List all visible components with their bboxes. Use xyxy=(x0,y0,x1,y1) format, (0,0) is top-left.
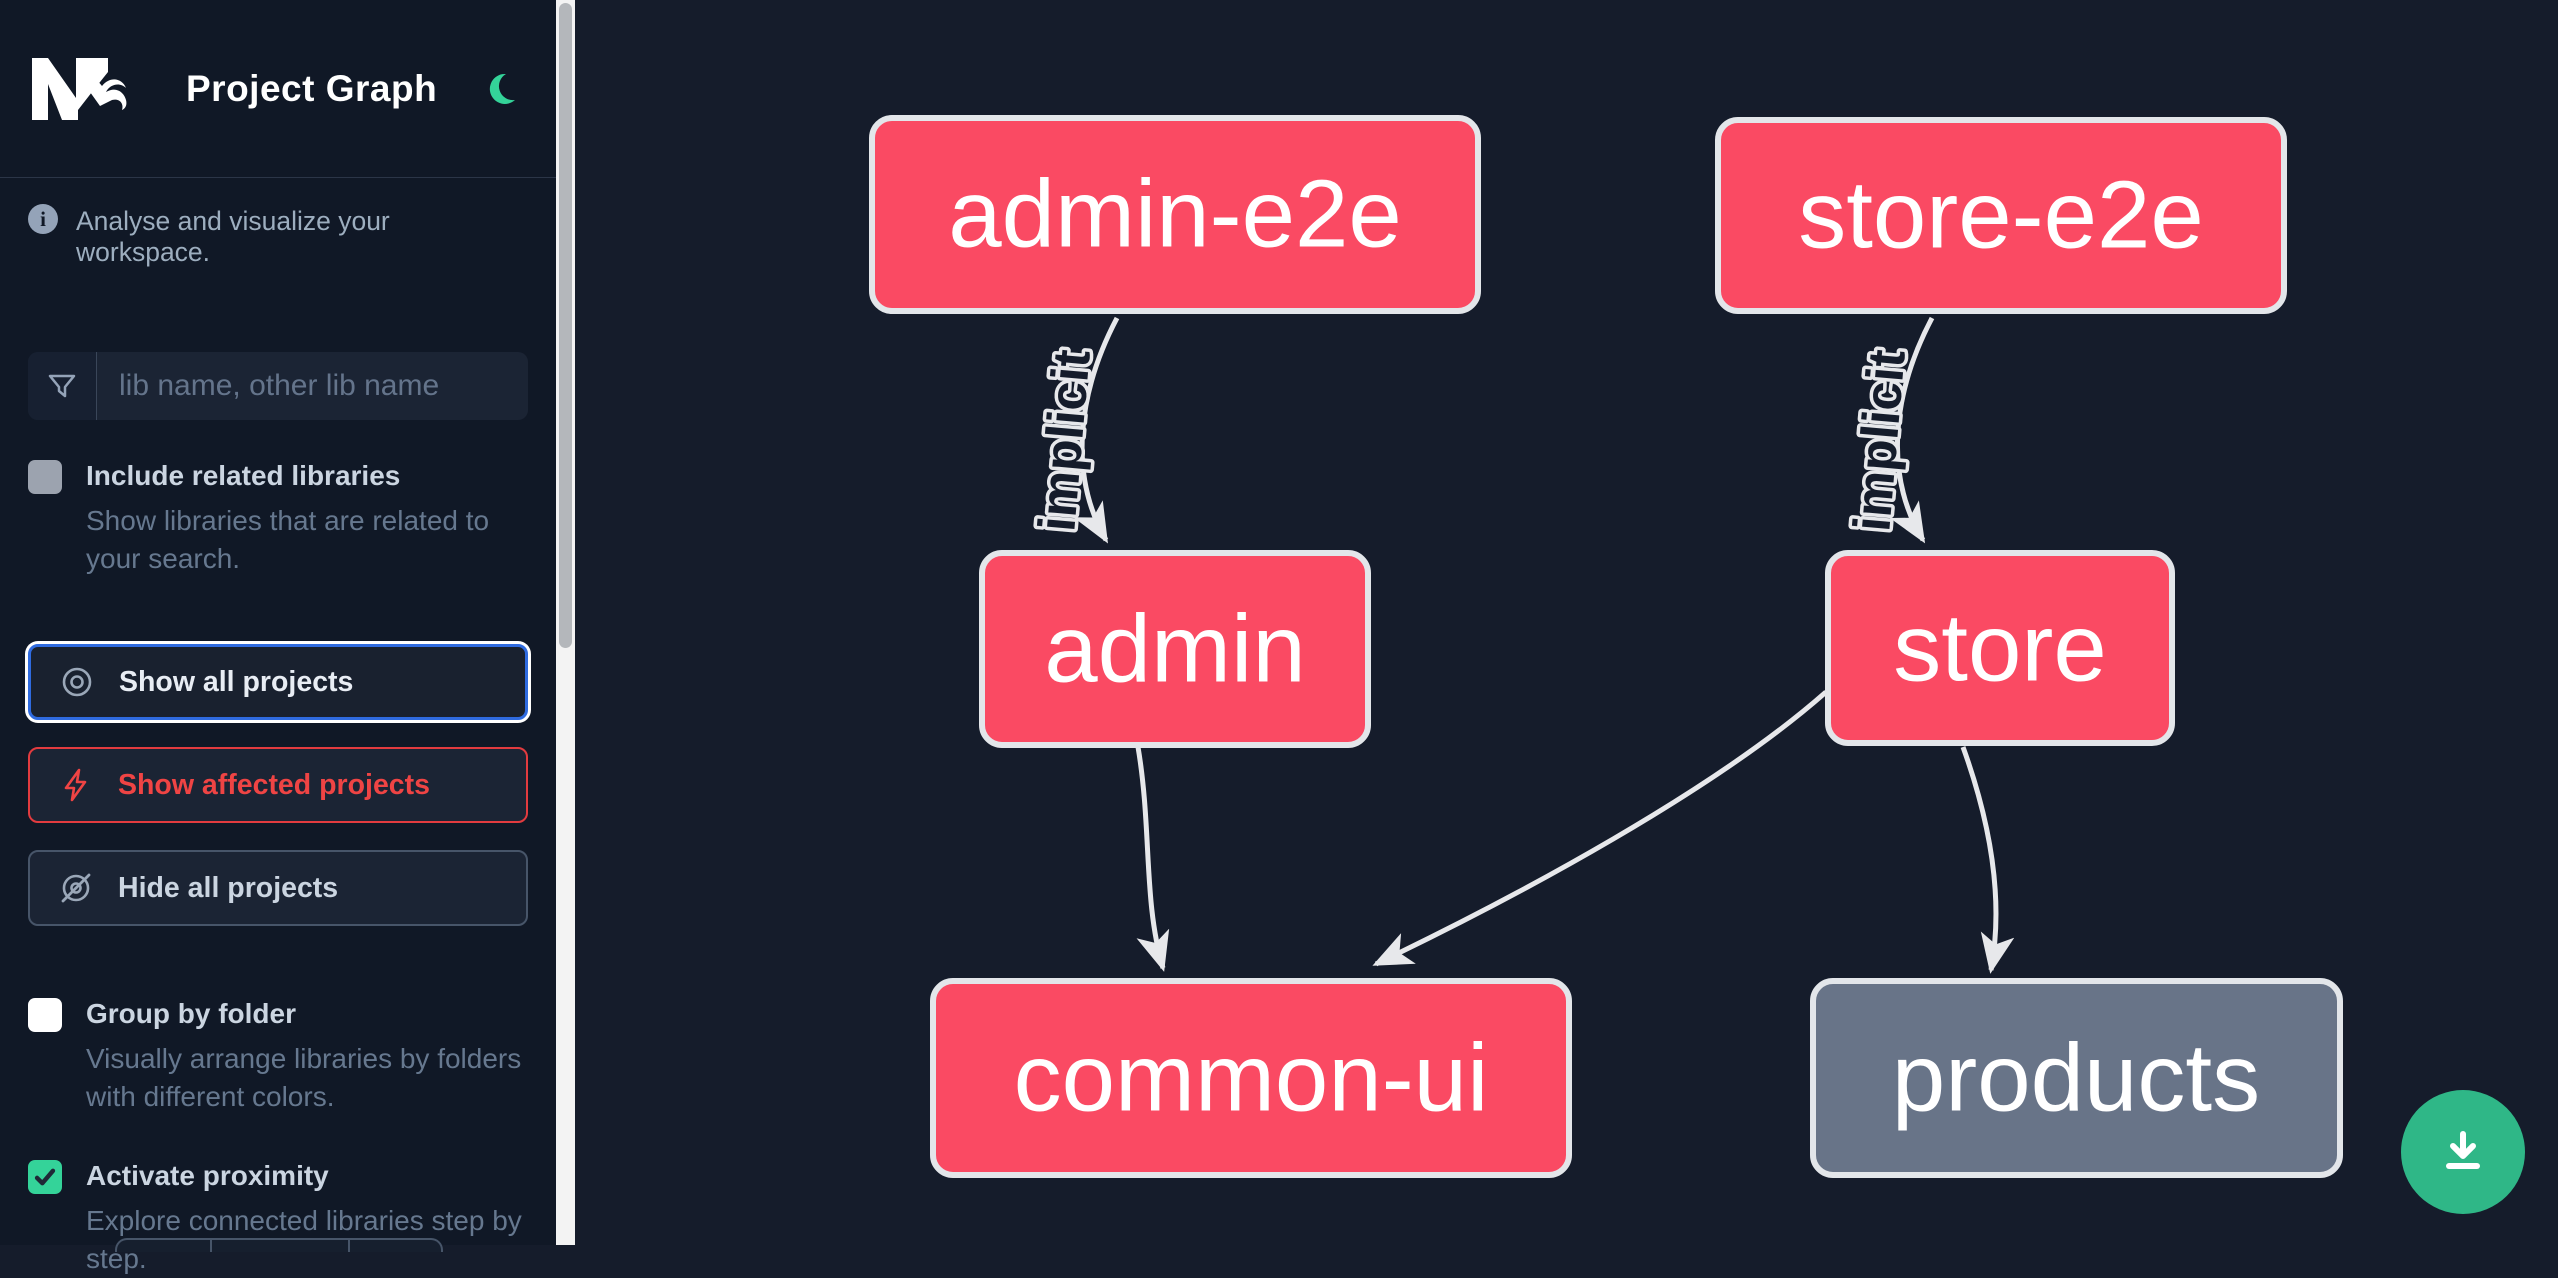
group-by-folder-row: Group by folder Visually arrange librari… xyxy=(28,996,528,1116)
node-label: products xyxy=(1892,1025,2260,1132)
show-all-projects-button[interactable]: Show all projects xyxy=(28,644,528,720)
node-label: admin xyxy=(1044,596,1305,703)
node-admin[interactable]: admin xyxy=(979,550,1371,748)
show-all-projects-label: Show all projects xyxy=(119,665,354,698)
proximity-stepper[interactable] xyxy=(115,1238,443,1252)
sidebar-scrollbar-thumb[interactable] xyxy=(559,3,572,648)
sidebar-scrollbar[interactable] xyxy=(556,0,575,1245)
include-related-row: Include related libraries Show libraries… xyxy=(28,458,528,578)
node-label: store xyxy=(1893,595,2106,702)
activate-proximity-label: Activate proximity xyxy=(86,1160,329,1191)
node-label: store-e2e xyxy=(1798,162,2204,269)
moon-icon[interactable] xyxy=(482,71,518,107)
bolt-icon xyxy=(64,768,87,802)
group-by-folder-label: Group by folder xyxy=(86,998,296,1029)
nx-logo-icon xyxy=(32,57,127,120)
node-store[interactable]: store xyxy=(1825,550,2175,746)
group-by-folder-checkbox[interactable] xyxy=(28,998,62,1032)
info-icon: i xyxy=(28,204,58,234)
page-title: Project Graph xyxy=(186,67,438,109)
node-products[interactable]: products xyxy=(1810,978,2343,1178)
show-affected-projects-label: Show affected projects xyxy=(118,768,430,801)
show-affected-projects-button[interactable]: Show affected projects xyxy=(28,747,528,823)
node-label: common-ui xyxy=(1014,1025,1489,1132)
node-common-ui[interactable]: common-ui xyxy=(930,978,1572,1178)
edge-store-to-common-ui[interactable] xyxy=(1372,690,1828,967)
eye-off-icon xyxy=(61,873,91,903)
sidebar-header: Project Graph xyxy=(0,0,556,178)
group-by-folder-description: Visually arrange libraries by folders wi… xyxy=(86,1043,522,1112)
eye-icon xyxy=(62,667,92,697)
node-store-e2e[interactable]: store-e2e xyxy=(1715,117,2287,314)
download-image-button[interactable] xyxy=(2401,1090,2525,1214)
project-graph-svg: implicit implicit admin-e2e store-e2e ad… xyxy=(869,115,2343,1178)
workspace-tagline-row: i Analyse and visualize your workspace. xyxy=(28,204,528,268)
edge-store-e2e-to-store[interactable] xyxy=(1889,316,1935,544)
include-related-checkbox[interactable] xyxy=(28,460,62,494)
download-icon xyxy=(2446,1131,2480,1169)
node-label: admin-e2e xyxy=(948,161,1402,268)
hide-all-projects-button[interactable]: Hide all projects xyxy=(28,850,528,926)
activate-proximity-description: Explore connected libraries step by step… xyxy=(86,1205,522,1274)
edge-admin-e2e-to-admin[interactable] xyxy=(1073,316,1120,544)
edge-admin-to-common-ui[interactable] xyxy=(1135,746,1170,972)
sidebar: Project Graph i Analyse and visualize yo… xyxy=(0,0,556,1274)
include-related-label: Include related libraries xyxy=(86,460,401,491)
activate-proximity-row: Activate proximity Explore connected lib… xyxy=(28,1158,528,1278)
include-related-description: Show libraries that are related to your … xyxy=(86,505,490,574)
filter-funnel-icon xyxy=(28,352,97,420)
search-input[interactable] xyxy=(97,352,528,420)
search-box xyxy=(28,352,528,420)
check-icon xyxy=(34,1168,56,1186)
activate-proximity-checkbox[interactable] xyxy=(28,1160,62,1194)
project-graph-canvas[interactable]: implicit implicit admin-e2e store-e2e ad… xyxy=(575,0,2558,1245)
hide-all-projects-label: Hide all projects xyxy=(118,871,339,904)
workspace-tagline: Analyse and visualize your workspace. xyxy=(76,206,390,267)
edge-store-to-products[interactable] xyxy=(1960,746,2015,974)
node-admin-e2e[interactable]: admin-e2e xyxy=(869,115,1481,314)
